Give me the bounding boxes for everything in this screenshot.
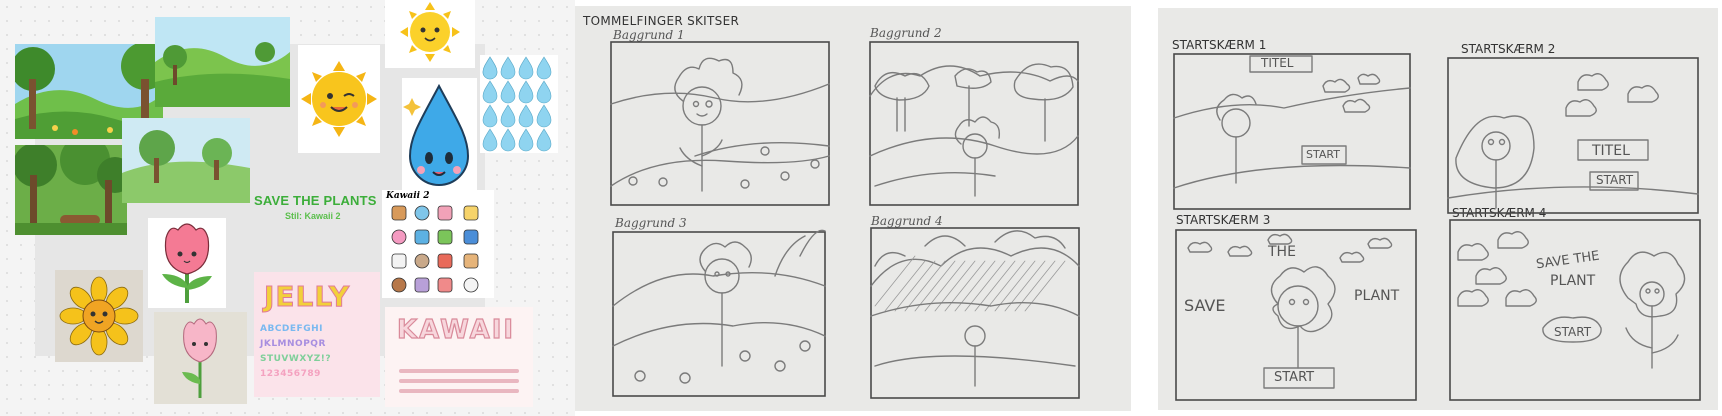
ss4-plant-label: PLANT xyxy=(1550,273,1596,289)
smiling-sun-image xyxy=(385,0,475,68)
frame-label-1: Baggrund 1 xyxy=(613,28,685,42)
ss1-titel-label: TITEL xyxy=(1261,56,1294,70)
startscreen-sketches-page: STARTSKÆRM 1 STARTSKÆRM 2 STARTSKÆRM 3 S… xyxy=(1158,8,1718,410)
moodboard-panel: SAVE THE PLANTS Stil: Kawaii 2 Kawaii 2 xyxy=(0,0,575,416)
jelly-line-4: 123456789 xyxy=(260,369,321,379)
startscreen-label-3: STARTSKÆRM 3 xyxy=(1176,213,1271,227)
forest-landscape-image xyxy=(15,44,163,139)
thumbnail-drawings xyxy=(610,41,1080,399)
ss2-start-label: START xyxy=(1596,173,1634,187)
jelly-line-2: JKLMNOPQR xyxy=(260,339,326,349)
winking-sun-image xyxy=(298,45,380,153)
sunflower-image xyxy=(55,270,143,362)
kawaii-title: KAWAII xyxy=(396,314,516,345)
jelly-line-1: ABCDEFGHI xyxy=(260,324,323,334)
sticker-sheet-label: Kawaii 2 xyxy=(386,191,430,201)
ss3-save-label: SAVE xyxy=(1184,296,1226,315)
kawaii-font-sample: KAWAII xyxy=(385,307,533,407)
pink-tulip-image xyxy=(148,218,226,308)
white-tulip-image xyxy=(154,312,247,404)
forest-log-image xyxy=(15,145,127,235)
ss3-plant-label: PLANT xyxy=(1354,288,1400,304)
drop-stickers-grid xyxy=(480,55,558,153)
meadow-landscape-image xyxy=(155,17,290,107)
kawaii-sticker-sheet: Kawaii 2 xyxy=(382,190,494,298)
moodboard-style-label: Stil: Kawaii 2 xyxy=(285,211,341,221)
ss3-start-label: START xyxy=(1274,370,1315,385)
ss1-start-label: START xyxy=(1306,148,1340,161)
startscreen-label-2: STARTSKÆRM 2 xyxy=(1461,42,1556,56)
startscreen-drawings xyxy=(1173,53,1701,401)
water-drop-image xyxy=(402,78,477,196)
jelly-font-sample: JELLY ABCDEFGHI JKLMNOPQR STUVWXYZ!? 123… xyxy=(254,272,380,397)
thumbnails-header: TOMMELFINGER SKITSER xyxy=(583,14,740,28)
moodboard-title: SAVE THE PLANTS xyxy=(254,193,377,208)
trees-landscape-image xyxy=(122,118,250,203)
jelly-title: JELLY xyxy=(263,280,351,314)
jelly-line-3: STUVWXYZ!? xyxy=(260,354,332,364)
thumbnail-sketches-page: TOMMELFINGER SKITSER Baggrund 1 Baggrund… xyxy=(575,6,1131,411)
ss3-the-label: THE xyxy=(1268,244,1296,260)
startscreen-label-1: STARTSKÆRM 1 xyxy=(1172,38,1267,52)
ss2-titel-label: TITEL xyxy=(1592,143,1630,159)
frame-label-3: Baggrund 3 xyxy=(615,216,687,230)
ss4-start-label: START xyxy=(1554,325,1592,339)
frame-label-2: Baggrund 2 xyxy=(870,26,942,40)
frame-label-4: Baggrund 4 xyxy=(871,214,943,228)
